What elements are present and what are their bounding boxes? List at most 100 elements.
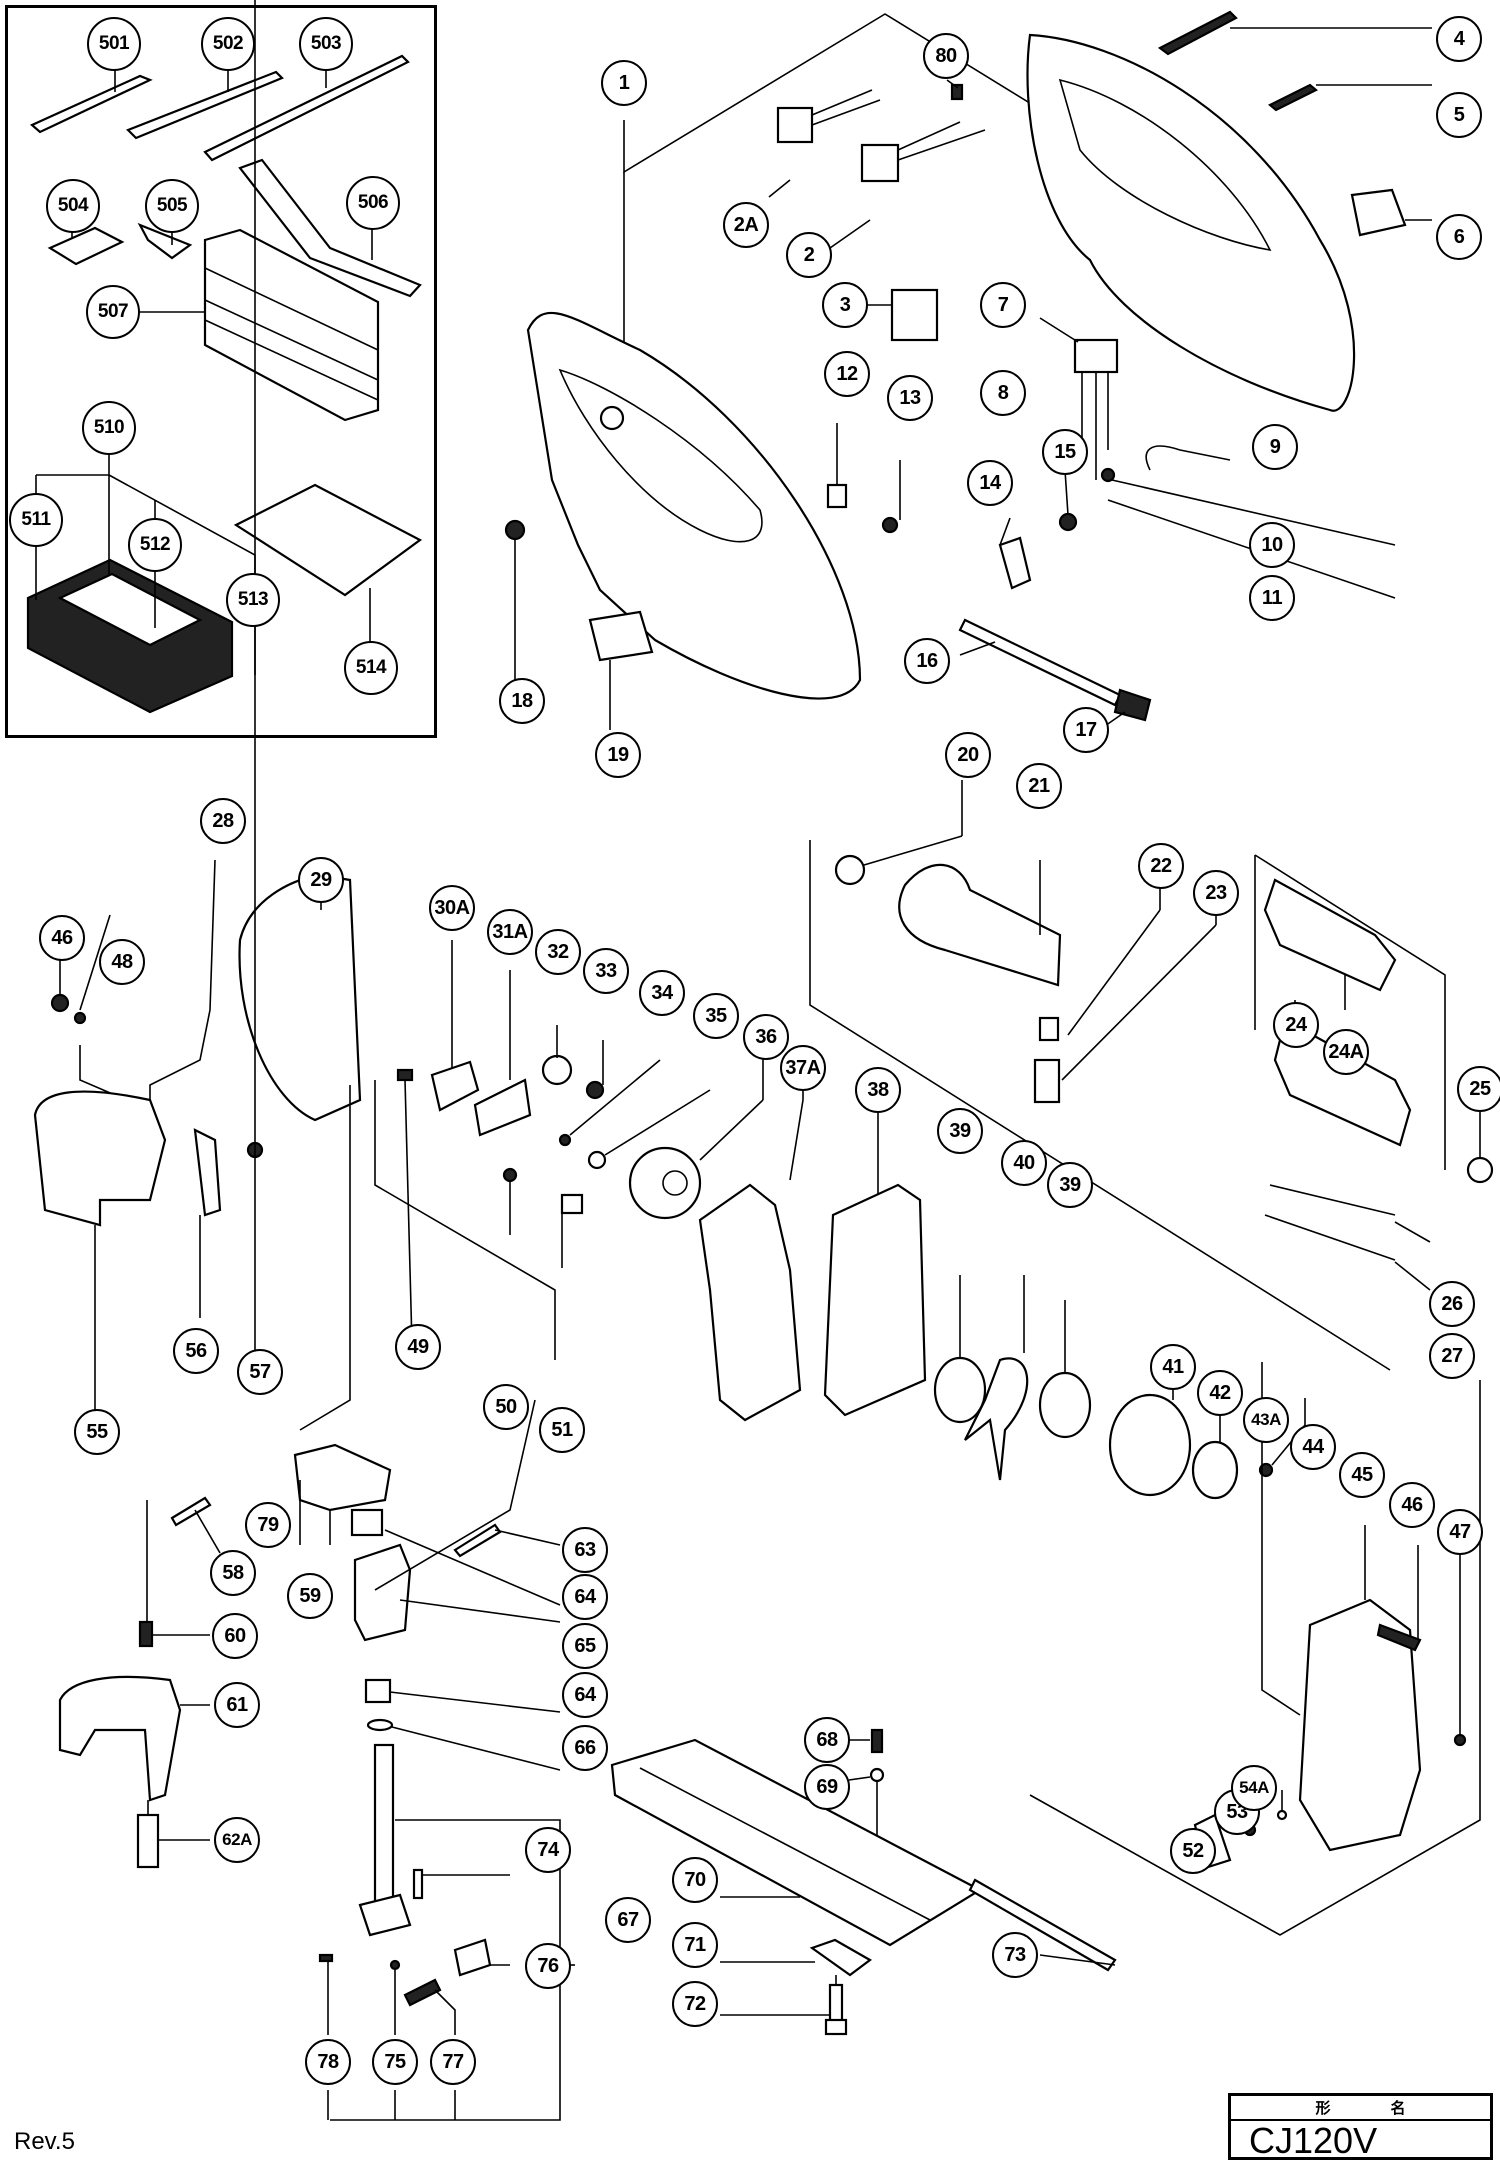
callout-502: 502 <box>201 17 255 71</box>
parts-75-78 <box>318 1938 510 2120</box>
callout-11: 11 <box>1249 575 1295 621</box>
base-70 <box>610 1738 983 1947</box>
housing-set-1 <box>526 13 1091 700</box>
callout-72: 72 <box>672 1981 718 2027</box>
callout-59: 59 <box>287 1573 333 1619</box>
gear-cover-29 <box>238 873 556 1431</box>
callout-47: 47 <box>1437 1509 1483 1555</box>
callout-58: 58 <box>210 1550 256 1596</box>
callout-46-right: 46 <box>1389 1482 1435 1528</box>
hex-wrench-73 <box>968 1878 1117 1972</box>
callout-43a: 43A <box>1243 1397 1289 1443</box>
screw-15 <box>1058 469 1078 532</box>
switch-2a <box>768 89 881 198</box>
frame-lines-right <box>1029 1380 1481 1936</box>
screw-5 <box>1268 83 1432 112</box>
lever-14 <box>998 517 1032 590</box>
callout-44: 44 <box>1290 1424 1336 1470</box>
callout-78: 78 <box>305 2039 351 2085</box>
callout-31a: 31A <box>487 909 533 955</box>
tube-12 <box>826 423 848 509</box>
callout-55: 55 <box>74 1409 120 1455</box>
callout-506: 506 <box>346 176 400 230</box>
callout-56: 56 <box>173 1328 219 1374</box>
callout-17: 17 <box>1063 707 1109 753</box>
callout-73: 73 <box>992 1932 1038 1978</box>
callout-24a: 24A <box>1323 1029 1369 1075</box>
roller-62a <box>136 1800 210 1869</box>
callout-15: 15 <box>1042 429 1088 475</box>
callout-21: 21 <box>1016 763 1062 809</box>
callout-9: 9 <box>1252 424 1298 470</box>
model-number: CJ120V <box>1249 2120 1378 2161</box>
callout-7: 7 <box>980 282 1026 328</box>
callout-512: 512 <box>128 518 182 572</box>
dust-nozzle-506 <box>238 158 422 298</box>
callout-38: 38 <box>855 1067 901 1113</box>
blade-holder-37a <box>698 1065 804 1422</box>
callout-504: 504 <box>46 179 100 233</box>
washers-39-40 <box>933 1275 1092 1481</box>
plate-56 <box>193 1128 222 1318</box>
callout-503: 503 <box>299 17 353 71</box>
bushing-64 <box>364 1678 561 1713</box>
callout-513: 513 <box>226 573 280 627</box>
base-tray-514 <box>233 483 423 643</box>
pin-58 <box>170 1496 221 1554</box>
gasket-38 <box>823 1105 927 1417</box>
callout-2: 2 <box>786 232 832 278</box>
model-header-char-1: 形 <box>1315 2100 1331 2117</box>
callout-57: 57 <box>237 1349 283 1395</box>
callout-511: 511 <box>9 493 63 547</box>
callout-20: 20 <box>945 732 991 778</box>
callout-46-left: 46 <box>39 915 85 961</box>
callout-42: 42 <box>1197 1370 1243 1416</box>
callout-35: 35 <box>693 993 739 1039</box>
callout-29: 29 <box>298 857 344 903</box>
callout-66: 66 <box>562 1725 608 1771</box>
callout-65: 65 <box>562 1623 608 1669</box>
callout-18: 18 <box>499 678 545 724</box>
callout-52: 52 <box>1170 1828 1216 1874</box>
callout-6: 6 <box>1436 214 1482 260</box>
screw-80 <box>946 79 964 101</box>
callout-13: 13 <box>887 375 933 421</box>
callout-22: 22 <box>1138 843 1184 889</box>
callout-5: 5 <box>1436 92 1482 138</box>
callout-25: 25 <box>1457 1066 1500 1112</box>
callout-4: 4 <box>1436 16 1482 62</box>
accessory-inset-frame <box>5 5 437 738</box>
screw-46b-47 <box>1376 1545 1467 1747</box>
callout-8: 8 <box>980 370 1026 416</box>
callout-514: 514 <box>344 641 398 695</box>
gear-41-42 <box>1108 1390 1239 1500</box>
callout-49: 49 <box>395 1324 441 1370</box>
callout-54a: 54A <box>1231 1765 1277 1811</box>
terminal-9 <box>1145 445 1231 471</box>
callout-75: 75 <box>372 2039 418 2085</box>
spring-49 <box>396 1068 414 1346</box>
callout-505: 505 <box>145 179 199 233</box>
spring-60 <box>138 1500 210 1648</box>
callout-507: 507 <box>86 285 140 339</box>
callout-19: 19 <box>595 732 641 778</box>
roller-holder-59 <box>293 1443 392 1545</box>
callout-77: 77 <box>430 2039 476 2085</box>
lever-61 <box>58 1675 210 1802</box>
callout-510: 510 <box>82 401 136 455</box>
callout-64-top: 64 <box>562 1574 608 1620</box>
callout-32: 32 <box>535 929 581 975</box>
screw-46-48 <box>50 914 111 1025</box>
plunger-65 <box>350 1508 561 1642</box>
callout-10: 10 <box>1249 522 1295 568</box>
callout-80: 80 <box>923 33 969 79</box>
screw-4 <box>1157 10 1432 56</box>
housing-half-right <box>1026 33 1356 412</box>
callout-30a: 30A <box>429 885 475 931</box>
screw-10-11 <box>1100 467 1396 599</box>
clamp-71 <box>720 1938 872 1977</box>
callout-28: 28 <box>200 798 246 844</box>
callout-39-right: 39 <box>1047 1162 1093 1208</box>
callout-36: 36 <box>743 1014 789 1060</box>
callout-34: 34 <box>639 970 685 1016</box>
